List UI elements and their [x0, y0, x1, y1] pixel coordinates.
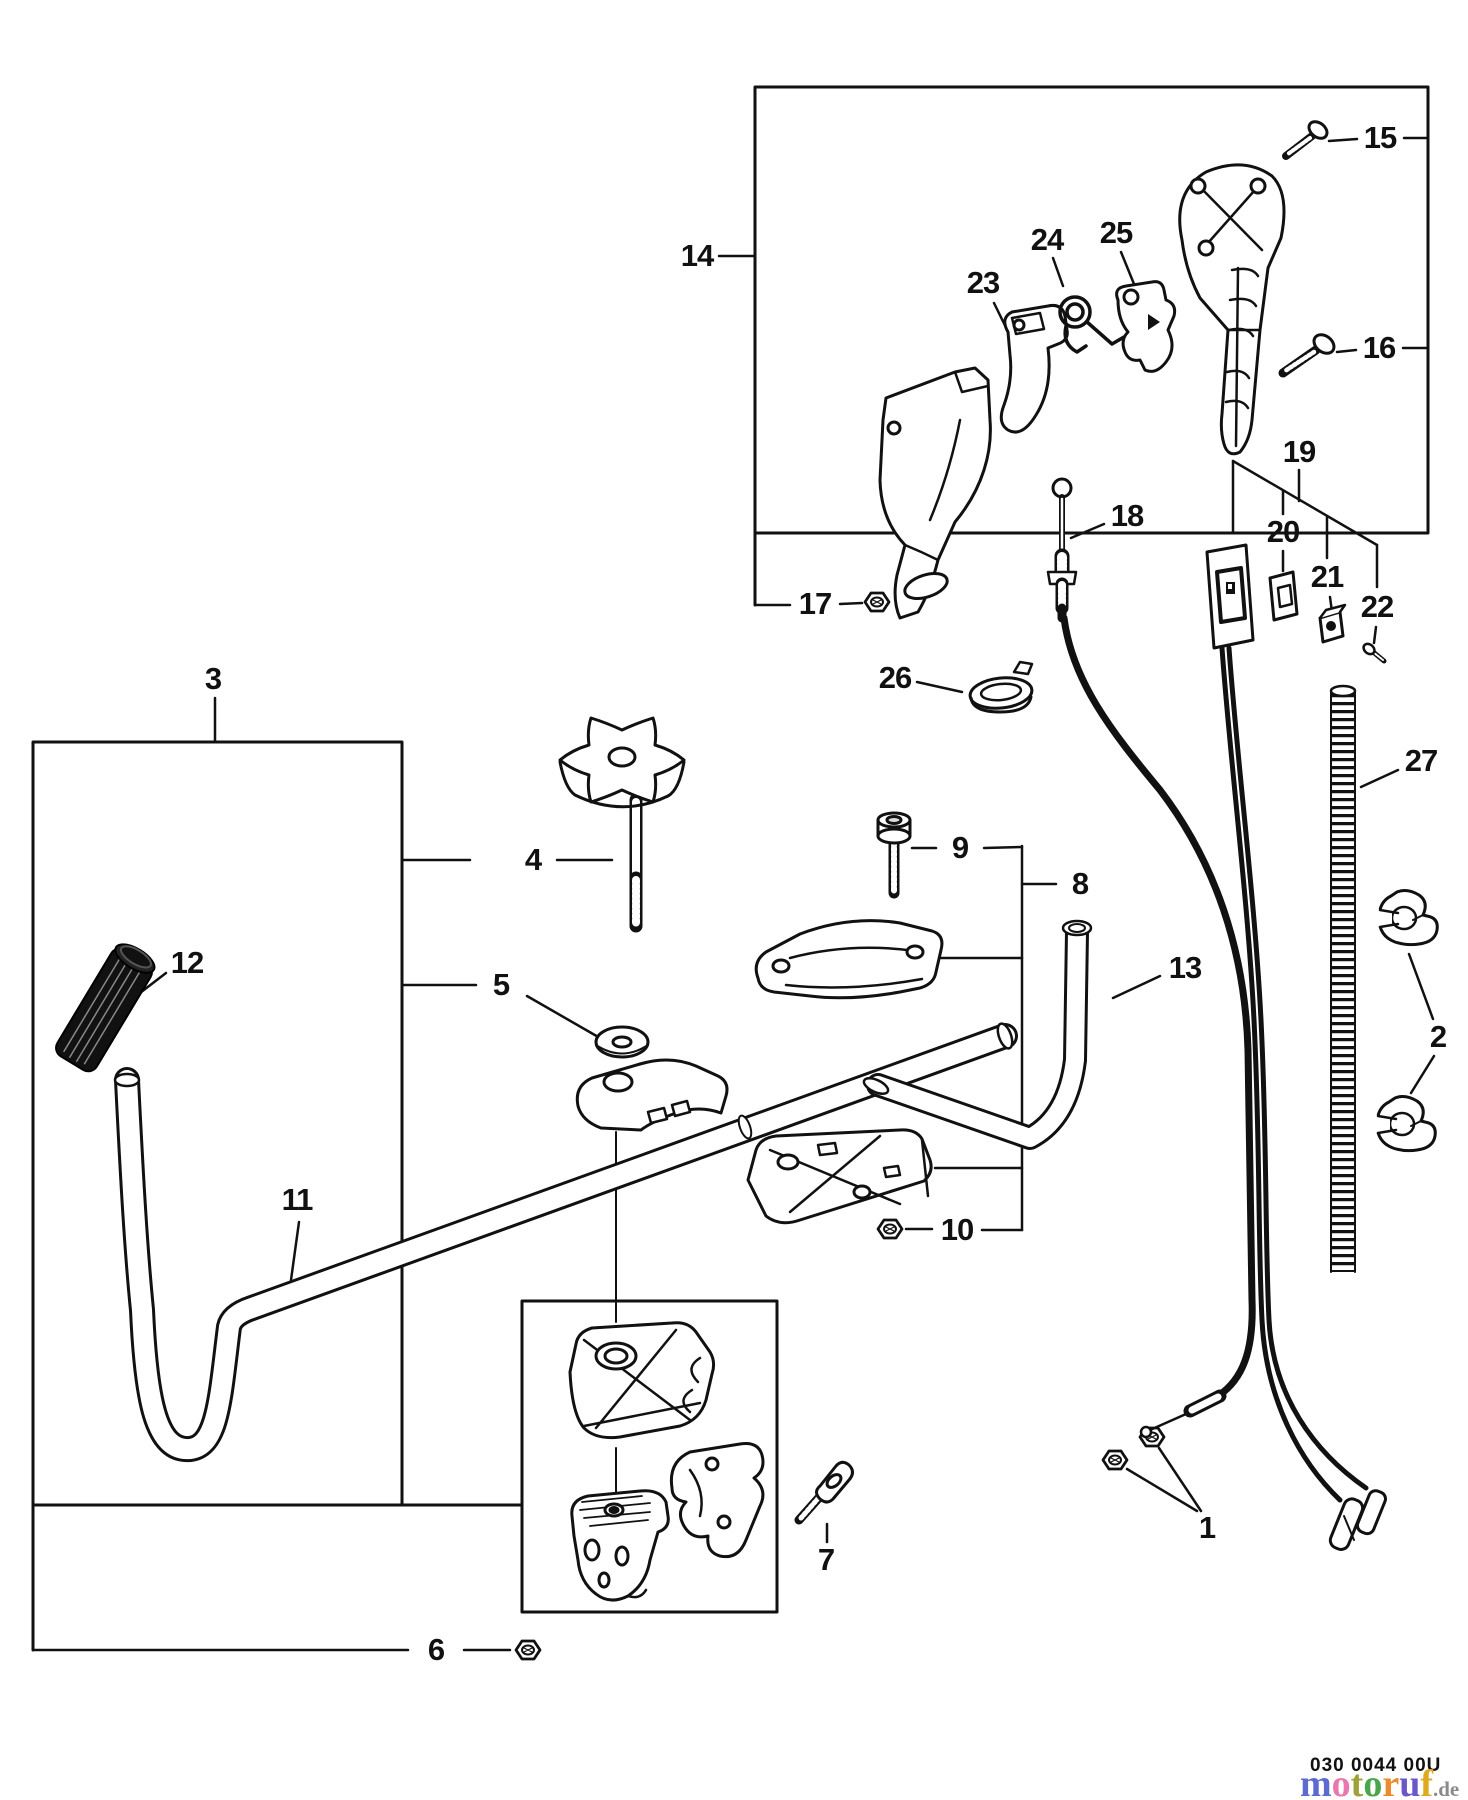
callout-7: 7: [817, 1542, 835, 1577]
handle-nut: [863, 591, 891, 613]
group-box-clamp-assembly: [520, 1299, 779, 1614]
leader-line-5: [525, 994, 602, 1040]
clamp-bracket-plate: [746, 1128, 933, 1225]
leader-line-26: [915, 680, 964, 694]
logo-letter: u: [1399, 1763, 1421, 1800]
leader-line-15: [1327, 137, 1359, 143]
callout-19: 19: [1282, 434, 1316, 469]
clamp-post-block: [570, 1489, 670, 1602]
callout-10: 10: [940, 1212, 974, 1247]
leader-line-18: [1069, 522, 1106, 540]
callout-11: 11: [281, 1182, 314, 1217]
callout-25: 25: [1099, 215, 1133, 250]
handlebar-right-tube: [862, 919, 1093, 1150]
logo-letter: o: [1363, 1763, 1383, 1800]
clamp-cover: [754, 919, 944, 1000]
clamp-nut: [876, 1218, 904, 1240]
clamp-screw: [794, 1460, 854, 1525]
logo-suffix: .de: [1432, 1777, 1460, 1800]
callout-8: 8: [1071, 866, 1089, 901]
handle-half-left: [878, 366, 992, 620]
leader-line-2: [1407, 952, 1435, 1021]
callout-21: 21: [1310, 559, 1344, 594]
handlebar-saddle-clamp: [575, 1058, 729, 1132]
handle-screw-bottom: [1278, 333, 1336, 378]
switch-screw: [1362, 642, 1387, 664]
callout-1: 1: [1198, 1510, 1216, 1545]
callout-6: 6: [427, 1632, 445, 1667]
logo-letter: f: [1420, 1763, 1433, 1800]
stop-switch: [1205, 543, 1255, 650]
callout-18: 18: [1110, 498, 1144, 533]
cable-nut-1: [1101, 1449, 1129, 1471]
cable-clip-lower: [1373, 1095, 1437, 1153]
callout-12: 12: [170, 945, 204, 980]
leader-line-17: [838, 601, 864, 606]
switch-gasket: [1268, 570, 1299, 622]
leader-line-9: [982, 845, 1024, 850]
leader-line-24: [1051, 256, 1065, 288]
group-box-handlebar-assembly: [31, 740, 524, 1652]
logo-letter: o: [1331, 1763, 1351, 1800]
wire-connector-block: [1318, 603, 1347, 644]
spiral-wrap-tube: [1329, 684, 1357, 1273]
leader-line-19: [1231, 459, 1379, 547]
handle-screw-top: [1282, 120, 1329, 160]
leader-line-22: [1372, 625, 1378, 645]
logo-letter: t: [1350, 1763, 1364, 1800]
handle-grip: [55, 943, 156, 1073]
callout-17: 17: [798, 586, 832, 621]
callout-23: 23: [966, 265, 1000, 300]
leader-line-11: [289, 1220, 301, 1282]
logo-letter: r: [1382, 1763, 1400, 1800]
leader-line-25: [1119, 250, 1136, 286]
cable-clip-upper: [1375, 889, 1439, 947]
callout-20: 20: [1266, 514, 1300, 549]
washer: [594, 1025, 650, 1059]
trigger-lockout: [1115, 280, 1177, 373]
leader-line-16: [1335, 348, 1358, 354]
callout-2: 2: [1429, 1019, 1447, 1054]
callout-13: 13: [1168, 950, 1202, 985]
document-code: 030 0044 00U: [1310, 1755, 1442, 1776]
throttle-cable: [1046, 477, 1256, 1439]
callout-16: 16: [1362, 330, 1396, 365]
cable-collar: [968, 660, 1034, 714]
callout-4: 4: [524, 842, 542, 877]
callout-27: 27: [1404, 743, 1438, 778]
callout-14: 14: [680, 238, 714, 273]
callout-5: 5: [492, 967, 510, 1002]
handle-half-right: [1178, 163, 1286, 456]
group-box-handle-assembly: [753, 85, 1430, 607]
callout-26: 26: [878, 660, 912, 695]
leader-line-1: [1157, 1446, 1203, 1513]
leader-lines: [31, 136, 1436, 1652]
callout-24: 24: [1030, 222, 1064, 257]
clamp-bolt: [876, 811, 912, 899]
callout-22: 22: [1360, 589, 1394, 624]
bracket-line-8: [933, 844, 1024, 1232]
leader-line-27: [1359, 768, 1400, 789]
bracket-nut: [514, 1639, 542, 1661]
throttle-trigger: [999, 304, 1069, 434]
clamp-block-upper: [568, 1321, 716, 1440]
callout-3: 3: [204, 661, 222, 696]
handlebar-tube: [113, 1022, 1018, 1463]
leader-line-13: [1111, 974, 1162, 1000]
callout-15: 15: [1363, 120, 1397, 155]
callout-9: 9: [951, 830, 969, 865]
motoruf-logo: motoruf.de: [1300, 1765, 1459, 1800]
clamp-half-lower: [669, 1442, 765, 1559]
switch-wires: [1219, 645, 1387, 1551]
logo-letter: m: [1300, 1763, 1332, 1800]
clamp-knob: [558, 716, 686, 933]
leader-line-2: [1409, 1054, 1436, 1095]
leader-line-1: [1125, 1467, 1199, 1513]
